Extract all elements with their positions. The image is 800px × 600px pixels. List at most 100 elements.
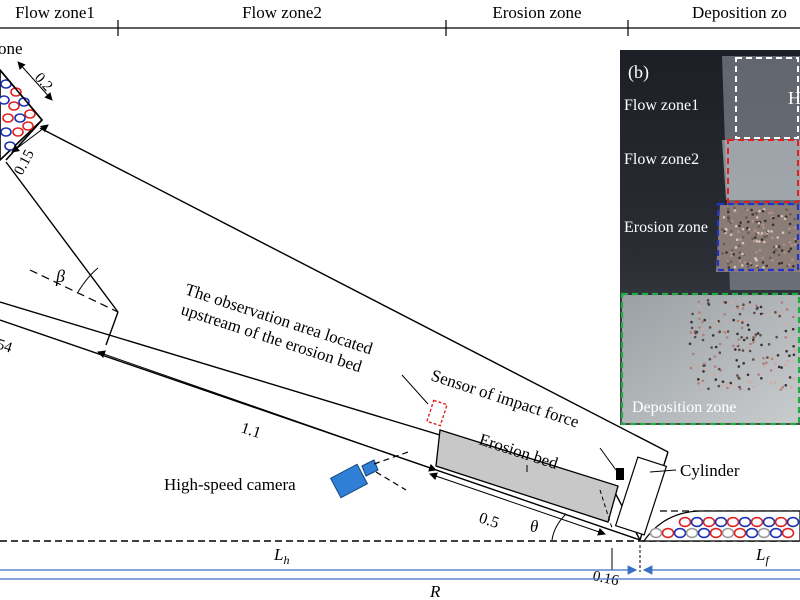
- gravel-dot: [706, 302, 710, 305]
- particle: [690, 516, 704, 528]
- gravel-dot: [702, 333, 705, 337]
- gravel-dot: [746, 220, 750, 224]
- gravel-dot: [708, 326, 712, 329]
- photo-panel-label: (b): [628, 62, 649, 83]
- gravel-dot: [730, 249, 734, 252]
- gravel-dot: [725, 251, 728, 254]
- particle: [8, 101, 20, 111]
- dim-0.16: 0.16: [591, 545, 641, 589]
- gravel-dot: [759, 305, 763, 309]
- particle: [24, 109, 36, 119]
- gravel-dot: [791, 258, 794, 261]
- gravel-dot: [774, 248, 777, 252]
- gravel-dot: [748, 300, 752, 304]
- gravel-dot: [697, 304, 701, 308]
- gravel-dot: [727, 215, 730, 218]
- zone-erosion-label: Erosion zone: [492, 3, 581, 22]
- particle: [0, 127, 12, 137]
- gravel-dot: [747, 387, 751, 391]
- gravel-dot: [741, 321, 744, 324]
- gravel-dot: [732, 318, 735, 322]
- gravel-dot: [725, 382, 728, 386]
- gravel-dot: [748, 349, 752, 353]
- gravel-dot: [761, 256, 765, 260]
- theta-symbol: θ: [530, 517, 538, 536]
- gravel-dot: [788, 263, 791, 267]
- gravel-dot: [758, 240, 761, 243]
- gravel-dot: [745, 336, 749, 340]
- gravel-dot: [754, 333, 758, 336]
- gravel-dot: [738, 299, 741, 302]
- zone-ruler: Flow zone1 Flow zone2 Erosion zone Depos…: [0, 3, 800, 36]
- gravel-dot: [722, 216, 726, 219]
- gravel-dot: [738, 385, 741, 389]
- gravel-dot: [701, 320, 704, 324]
- photo-flow2-label: Flow zone2: [624, 151, 699, 168]
- gravel-dot: [689, 366, 693, 370]
- gravel-dot: [749, 262, 752, 265]
- gravel-dot: [737, 365, 741, 368]
- gravel-dot: [701, 328, 705, 331]
- gravel-dot: [747, 303, 750, 307]
- gravel-dot: [752, 340, 755, 344]
- gravel-dot: [721, 252, 724, 255]
- gravel-dot: [715, 320, 719, 324]
- gravel-dot: [761, 261, 765, 264]
- gravel-dot: [714, 378, 718, 381]
- gravel-dot: [761, 313, 765, 317]
- particle: [649, 527, 663, 539]
- gravel-dot: [778, 262, 781, 265]
- gravel-dot: [776, 354, 780, 357]
- gravel-dot: [785, 208, 788, 211]
- gravel-dot: [788, 231, 791, 235]
- gravel-dot: [784, 384, 788, 387]
- gravel-dot: [775, 335, 778, 339]
- gravel-dot: [730, 383, 733, 387]
- gravel-dot: [724, 227, 728, 231]
- gravel-dot: [777, 245, 781, 248]
- gravel-dot: [721, 384, 724, 387]
- particle: [733, 527, 747, 539]
- gravel-dot: [757, 225, 760, 228]
- gravel-dot: [741, 241, 745, 245]
- gravel-dot: [689, 331, 693, 334]
- gravel-dot: [755, 233, 758, 236]
- gravel-dot: [697, 378, 700, 381]
- photo-edge-char: H: [788, 88, 800, 108]
- gravel-dot: [755, 307, 759, 311]
- photo-erosion-label: Erosion zone: [624, 219, 708, 236]
- Lh-symbol: Lh: [273, 545, 289, 567]
- gravel-dot: [726, 259, 730, 263]
- particle: [661, 527, 675, 539]
- gravel-dot: [739, 221, 743, 224]
- gravel-dot: [792, 264, 795, 268]
- gravel-dot: [740, 336, 743, 339]
- particle: [786, 516, 800, 528]
- gravel-dot: [726, 208, 730, 211]
- gravel-dot: [781, 231, 785, 234]
- gravel-dot: [793, 348, 797, 352]
- gravel-dot: [701, 379, 705, 383]
- particle: [2, 113, 14, 123]
- gravel-dot: [755, 216, 759, 219]
- gravel-dot: [794, 240, 798, 243]
- dim-0.15-label: 0.15: [11, 147, 37, 178]
- gravel-dot: [698, 317, 701, 321]
- gravel-dot: [727, 219, 730, 222]
- gravel-dot: [774, 362, 777, 366]
- gravel-dot: [736, 306, 739, 310]
- gravel-dot: [761, 209, 765, 213]
- gravel-dot: [701, 338, 705, 342]
- gravel-dot: [722, 242, 726, 246]
- gravel-dot: [717, 367, 721, 371]
- gravel-dot: [757, 373, 760, 377]
- gravel-dot: [742, 338, 746, 342]
- particle: [4, 141, 16, 151]
- particle: [762, 516, 776, 528]
- gravel-dot: [697, 300, 701, 304]
- gravel-dot: [746, 226, 749, 230]
- high-speed-camera-icon: [329, 451, 409, 499]
- gravel-dot: [751, 237, 754, 240]
- gravel-dot: [765, 234, 768, 238]
- gravel-dot: [763, 240, 766, 244]
